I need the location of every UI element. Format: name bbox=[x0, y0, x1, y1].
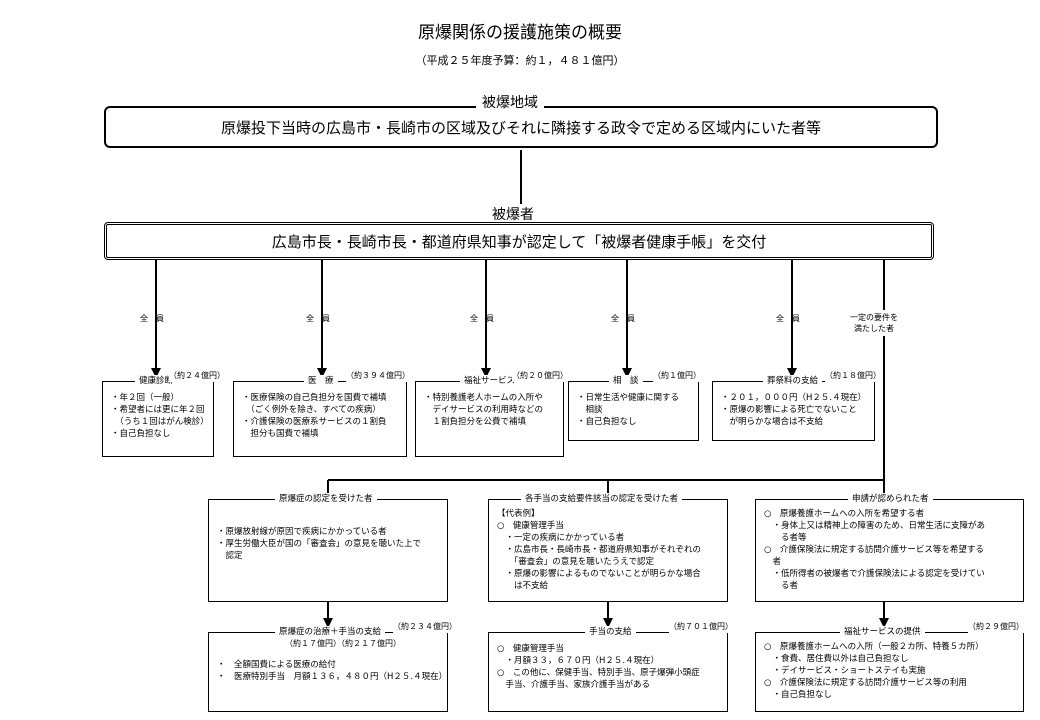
benefit-line: ・ 全額国費による医療の給付 bbox=[217, 660, 336, 670]
benefit-line: 手当、介護手当、家族介護手当がある bbox=[497, 680, 651, 690]
service-title: 健康診断 bbox=[135, 375, 178, 387]
service-box-medical: 医 療 （約３９４億円） ・医療保険の自己負担分を国費で補填 （ごく例外を除き、… bbox=[233, 370, 410, 457]
benefit-line: ・自己負担なし bbox=[764, 690, 833, 700]
branch-label: 全 員 bbox=[470, 314, 494, 323]
service-box-funeral: 葬祭料の支給 （約１８億円） ・２０１，０００円（H２５.４現在） ・原爆の影響… bbox=[712, 370, 881, 441]
service-box-health-check: 健康診断 （約２４億円） ・年２回（一般） ・希望者には更に年２回 （うち１回は… bbox=[102, 370, 225, 457]
service-line: （ごく例外を除き、すべての疾病） bbox=[242, 405, 381, 415]
branch-label: 全 員 bbox=[140, 314, 164, 323]
service-box-consultation: 相 談 （約１億円） ・日常生活や健康に関する 相談 ・自己負担なし bbox=[568, 370, 701, 441]
criteria-line: ○ 健康管理手当 bbox=[497, 521, 564, 531]
criteria-title: 申請が認められた者 bbox=[848, 493, 933, 505]
region-label: 被爆地域 bbox=[476, 92, 544, 112]
service-amount: （約３９４億円） bbox=[346, 370, 410, 382]
service-line: ・介護保険の医療系サービスの１割負 bbox=[242, 417, 387, 427]
criteria-line: 「審査会」の意見を聴いたうえで認定 bbox=[497, 557, 654, 567]
criteria-line: ・身体上又は精神上の障害のため、日常生活に支障があ bbox=[764, 521, 986, 531]
service-line: 相談 bbox=[577, 405, 603, 415]
criteria-title: 原爆症の認定を受けた者 bbox=[275, 493, 377, 505]
benefit-title: 原爆症の治療＋手当の支給 bbox=[275, 626, 386, 638]
page-title: 原爆関係の援護施策の概要 bbox=[418, 23, 622, 43]
benefit-line: ○ 健康管理手当 bbox=[497, 644, 564, 654]
service-line: ・医療保険の自己負担分を国費で補填 bbox=[242, 393, 387, 403]
benefit-box-welfare-services: 福祉サービスの提供 （約２９億円） ○ 原爆養護ホームへの入所（一般２カ所、特養… bbox=[755, 621, 1024, 712]
hibakusha-text: 広島市長・長崎市長・都道府県知事が認定して「被爆者健康手帳」を交付 bbox=[271, 232, 767, 251]
criteria-box-approved: 申請が認められた者 ○ 原爆養護ホームへの入所を希望する者 ・身体上又は精神上の… bbox=[755, 493, 1024, 602]
criteria-box-atomic-disease: 原爆症の認定を受けた者 ・原爆放射線が原因で疾病にかかっている者 ・厚生労働大臣… bbox=[208, 493, 448, 602]
service-line: ・希望者には更に年２回 bbox=[111, 405, 205, 415]
branch-label-conditional: 一定の要件を 満たした者 bbox=[850, 313, 898, 333]
branch-label: 全 員 bbox=[611, 314, 635, 323]
criteria-line: ・厚生労働大臣が国の「審査会」の意見を聴いた上で bbox=[217, 539, 422, 549]
region-text: 原爆投下当時の広島市・長崎市の区域及びそれに隣接する政令で定める区域内にいた者等 bbox=[220, 118, 821, 137]
benefit-line: ・ 医療特別手当 月額１３６，４８０円（H２５.４現在） bbox=[217, 672, 448, 682]
budget-subtitle: （平成２５年度予算：約１，４８１億円） bbox=[415, 54, 625, 67]
benefit-box-treatment: 原爆症の治療＋手当の支給 （約１７億円）（約２１７億円） （約２３４億円） ・ … bbox=[208, 621, 457, 712]
criteria-line: ・原爆の影響によるものでないことが明らかな場合 bbox=[497, 569, 701, 579]
service-line: ・特別養護老人ホームの入所や bbox=[424, 393, 543, 403]
hibakusha-box: 広島市長・長崎市長・都道府県知事が認定して「被爆者健康手帳」を交付 bbox=[104, 222, 934, 260]
service-line: 担分も国費で補填 bbox=[242, 429, 319, 439]
region-box: 原爆投下当時の広島市・長崎市の区域及びそれに隣接する政令で定める区域内にいた者等 bbox=[104, 106, 938, 148]
benefit-amount: （約２９億円） bbox=[968, 621, 1024, 633]
benefit-title: 福祉サービスの提供 bbox=[840, 626, 925, 638]
benefit-line: ・月額３３，６７０円（H２５.４現在） bbox=[497, 656, 660, 666]
service-box-welfare: 福祉サービス （約２０億円） ・特別養護老人ホームの入所や デイサービスの利用時… bbox=[415, 370, 568, 457]
service-line: ・２０１，０００円（H２５.４現在） bbox=[721, 393, 867, 403]
criteria-line: 者 bbox=[764, 557, 782, 567]
service-line: が明らかな場合は不支給 bbox=[721, 417, 824, 427]
service-title: 相 談 bbox=[609, 375, 643, 387]
criteria-line: ・広島市長・長崎市長・都道府県知事がそれぞれの bbox=[497, 545, 702, 555]
service-amount: （約１８億円） bbox=[825, 370, 881, 382]
branch-label: 全 員 bbox=[776, 314, 800, 323]
service-line: １割負担分を公費で補填 bbox=[424, 417, 527, 427]
criteria-line: ○ 介護保険法に規定する訪問介護サービス等を希望する bbox=[764, 545, 984, 555]
service-title: 医 療 bbox=[304, 375, 338, 387]
benefit-amount: （約２３４億円） bbox=[393, 621, 457, 633]
benefit-amount: （約７０１億円） bbox=[669, 621, 733, 633]
benefit-line: ○ この他に、保健手当、特別手当、原子爆弾小頭症 bbox=[497, 668, 700, 678]
service-title: 葬祭料の支給 bbox=[763, 375, 823, 387]
service-line: ・年２回（一般） bbox=[111, 393, 180, 403]
benefit-line: ○ 介護保険法に規定する訪問介護サービス等の利用 bbox=[764, 678, 967, 688]
service-line: （うち１回はがん検診） bbox=[111, 417, 209, 427]
criteria-line: 【代表例】 bbox=[497, 509, 540, 519]
criteria-line: る者 bbox=[764, 581, 799, 591]
service-line: ・原爆の影響による死亡でないこと bbox=[721, 405, 857, 415]
benefit-line: ・食費、居住費以外は自己負担なし bbox=[764, 654, 909, 664]
branch-label: 全 員 bbox=[306, 314, 330, 323]
criteria-title: 各手当の支給要件該当の認定を受けた者 bbox=[521, 493, 683, 505]
service-line: ・自己負担なし bbox=[111, 429, 171, 439]
benefit-box-allowance: 手当の支給 （約７０１億円） ○ 健康管理手当 ・月額３３，６７０円（H２５.４… bbox=[488, 621, 733, 712]
criteria-line: ・低所得者の被爆者で介護保険法による認定を受けてい bbox=[764, 569, 985, 579]
hibakusha-label: 被爆者 bbox=[486, 204, 540, 224]
service-line: デイサービスの利用時などの bbox=[424, 405, 544, 415]
service-amount: （約２０億円） bbox=[512, 370, 568, 382]
service-amount: （約２４億円） bbox=[169, 370, 225, 382]
criteria-line: 認定 bbox=[217, 551, 243, 561]
benefit-line: ○ 原爆養護ホームへの入所（一般２カ所、特養５カ所） bbox=[764, 642, 984, 652]
service-line: ・日常生活や健康に関する bbox=[577, 393, 680, 403]
benefit-title: 手当の支給 bbox=[585, 626, 636, 638]
criteria-line: る者等 bbox=[764, 533, 807, 543]
criteria-box-allowances: 各手当の支給要件該当の認定を受けた者 【代表例】 ○ 健康管理手当 ・一定の疾病… bbox=[488, 493, 728, 602]
benefit-subamounts: （約１７億円）（約２１７億円） bbox=[285, 638, 401, 650]
benefit-line: ・デイサービス・ショートステイも実施 bbox=[764, 666, 926, 676]
service-amount: （約１億円） bbox=[653, 370, 701, 382]
criteria-line: ・原爆放射線が原因で疾病にかかっている者 bbox=[217, 527, 387, 537]
service-line: ・自己負担なし bbox=[577, 417, 637, 427]
criteria-line: は不支給 bbox=[497, 581, 549, 591]
service-title: 福祉サービス bbox=[460, 375, 520, 387]
criteria-line: ・一定の疾病にかかっている者 bbox=[497, 533, 625, 543]
criteria-line: ○ 原爆養護ホームへの入所を希望する者 bbox=[764, 509, 925, 519]
